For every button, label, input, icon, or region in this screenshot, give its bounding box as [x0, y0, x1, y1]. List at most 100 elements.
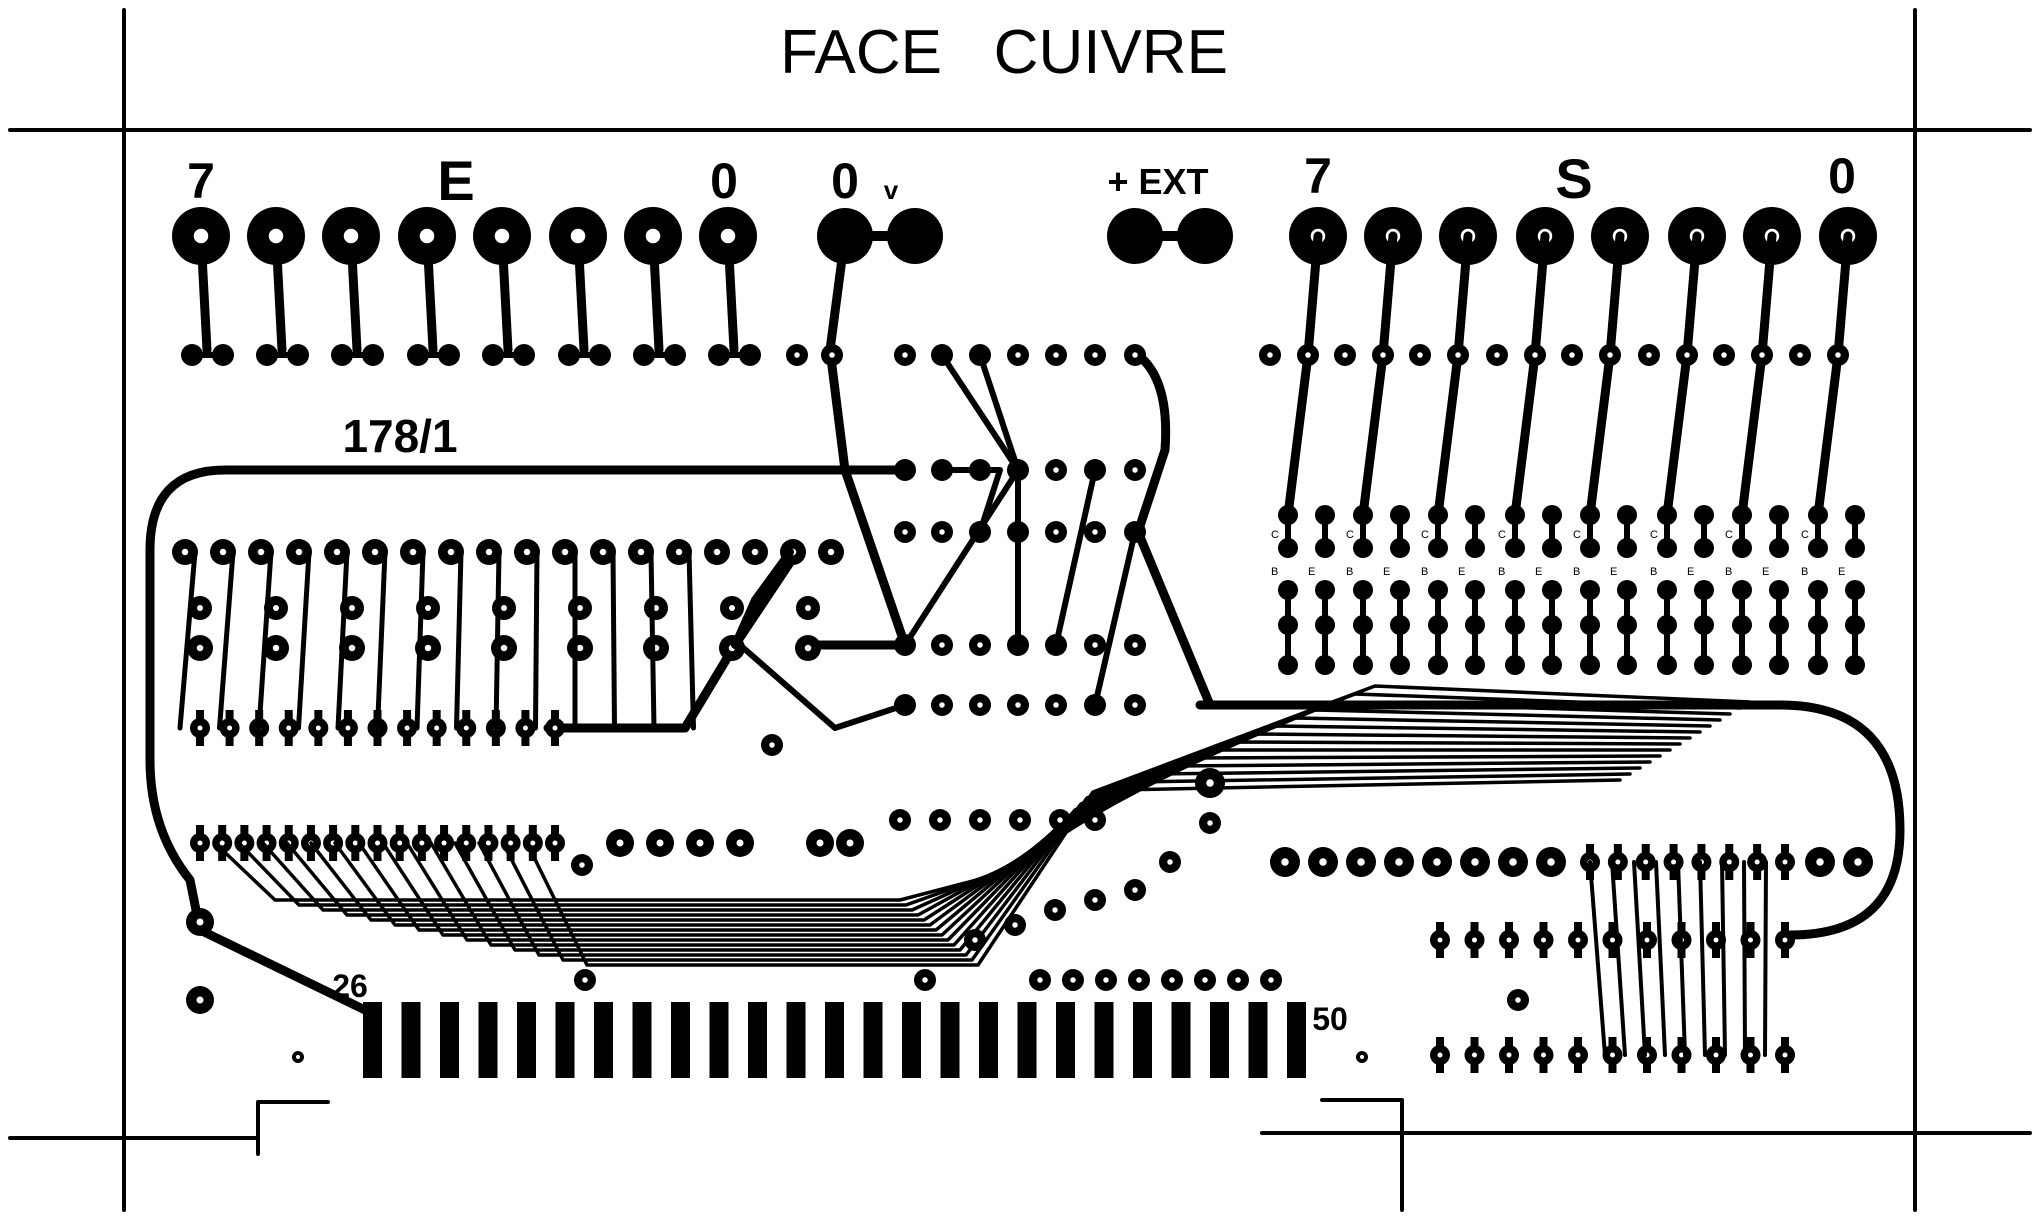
trace [1358, 231, 1398, 520]
pad-hole [197, 605, 203, 611]
emitter-pin-label: E [1535, 566, 1542, 578]
base-pin-label: B [1498, 566, 1505, 578]
trace [1053, 467, 1098, 648]
pad-hole [576, 644, 584, 652]
pad-hole [404, 725, 410, 731]
pad-hole [902, 352, 908, 358]
connector-finger [1094, 1002, 1114, 1078]
pad-hole [972, 937, 978, 943]
pad-hole [219, 548, 227, 556]
pad-hole [1169, 977, 1175, 983]
pad-hole [530, 840, 536, 846]
pad-hole [286, 725, 292, 731]
pad-hole [425, 605, 431, 611]
pad-hole [1713, 1052, 1719, 1058]
pad-hole [751, 548, 759, 556]
trace [405, 724, 1702, 942]
trace [648, 549, 657, 731]
pad-hole [1854, 858, 1862, 866]
trace [335, 549, 350, 731]
pad-hole [1267, 352, 1273, 358]
collector-pin-label: C [1346, 529, 1354, 541]
connector-finger [825, 1002, 844, 1078]
pad-hole [1610, 1052, 1615, 1058]
connector-finger [517, 1002, 536, 1078]
input-group-label: E [437, 149, 474, 212]
pad-hole [897, 817, 903, 823]
pad-hole [1092, 897, 1098, 903]
pad-hole [552, 840, 558, 846]
pad-hole [922, 977, 928, 983]
trace [261, 766, 1642, 912]
pad-hole [1515, 997, 1521, 1003]
pad-hole [656, 839, 664, 847]
pad-hole [1782, 1052, 1788, 1058]
pad-hole [1835, 352, 1841, 358]
pad-hole [196, 996, 204, 1004]
trace [177, 549, 198, 731]
pad-hole [1380, 352, 1386, 358]
pad-hole [1782, 937, 1788, 943]
pad-hole [937, 817, 943, 823]
pad-hole [1615, 859, 1621, 865]
pad-hole [1455, 352, 1461, 358]
trace [902, 352, 1021, 648]
trace [1676, 860, 1687, 1057]
pad-hole [1268, 977, 1274, 983]
base-pin-label: B [1271, 566, 1278, 578]
pad-hole [1816, 858, 1824, 866]
connector-finger [863, 1002, 883, 1078]
trace [375, 549, 388, 731]
pad-hole [197, 840, 203, 846]
pad-hole [375, 840, 380, 846]
trace [381, 732, 1692, 937]
pad-hole [227, 725, 233, 731]
trace [1585, 231, 1625, 520]
board-reference-label: 178/1 [342, 410, 457, 462]
pad-hole [1360, 1055, 1364, 1059]
input-bit0-label: 0 [710, 153, 738, 209]
pad-hole [296, 1055, 300, 1059]
connector-finger [632, 1002, 652, 1078]
trace [731, 548, 794, 649]
pad-hole [397, 840, 403, 846]
pad-hole [1671, 859, 1677, 865]
pad-hole [829, 352, 835, 358]
pad-hole [977, 702, 983, 708]
pad-hole [345, 725, 351, 731]
pad-hole [1569, 352, 1575, 358]
connector-finger [748, 1002, 767, 1078]
pad-hole [1547, 858, 1555, 866]
trace [357, 740, 1682, 932]
trace [1610, 860, 1627, 1057]
pad-hole [846, 839, 854, 847]
pad-hole [729, 605, 735, 611]
connector-finger [1056, 1002, 1075, 1078]
trace [1662, 231, 1702, 520]
pad-hole [1132, 467, 1138, 473]
collector-pin-label: C [1421, 529, 1429, 541]
pad-hole [736, 839, 744, 847]
pad-hole [582, 977, 588, 983]
base-pin-label: B [1725, 566, 1732, 578]
pad-hole [1684, 352, 1690, 358]
connector-finger [709, 1002, 729, 1078]
pad-hole [1132, 702, 1138, 708]
edge-connector-fingers [363, 1002, 1306, 1078]
connector-finger [555, 1002, 575, 1078]
pad-hole [501, 605, 507, 611]
pad-hole [599, 548, 607, 556]
connector-finger [363, 1002, 382, 1078]
pad-hole [196, 644, 204, 652]
connector-finger [594, 1002, 613, 1078]
emitter-pin-label: E [1610, 566, 1617, 578]
pad-hole [352, 840, 358, 846]
pad-hole [1471, 858, 1479, 866]
pad-hole [1092, 817, 1098, 823]
connector-pin50-label: 50 [1312, 1001, 1348, 1037]
connector-finger [440, 1002, 459, 1078]
pad-hole [447, 548, 455, 556]
collector-pin-label: C [1650, 529, 1658, 541]
input-bit7-label: 7 [187, 153, 215, 209]
main-traces [145, 231, 1905, 1015]
